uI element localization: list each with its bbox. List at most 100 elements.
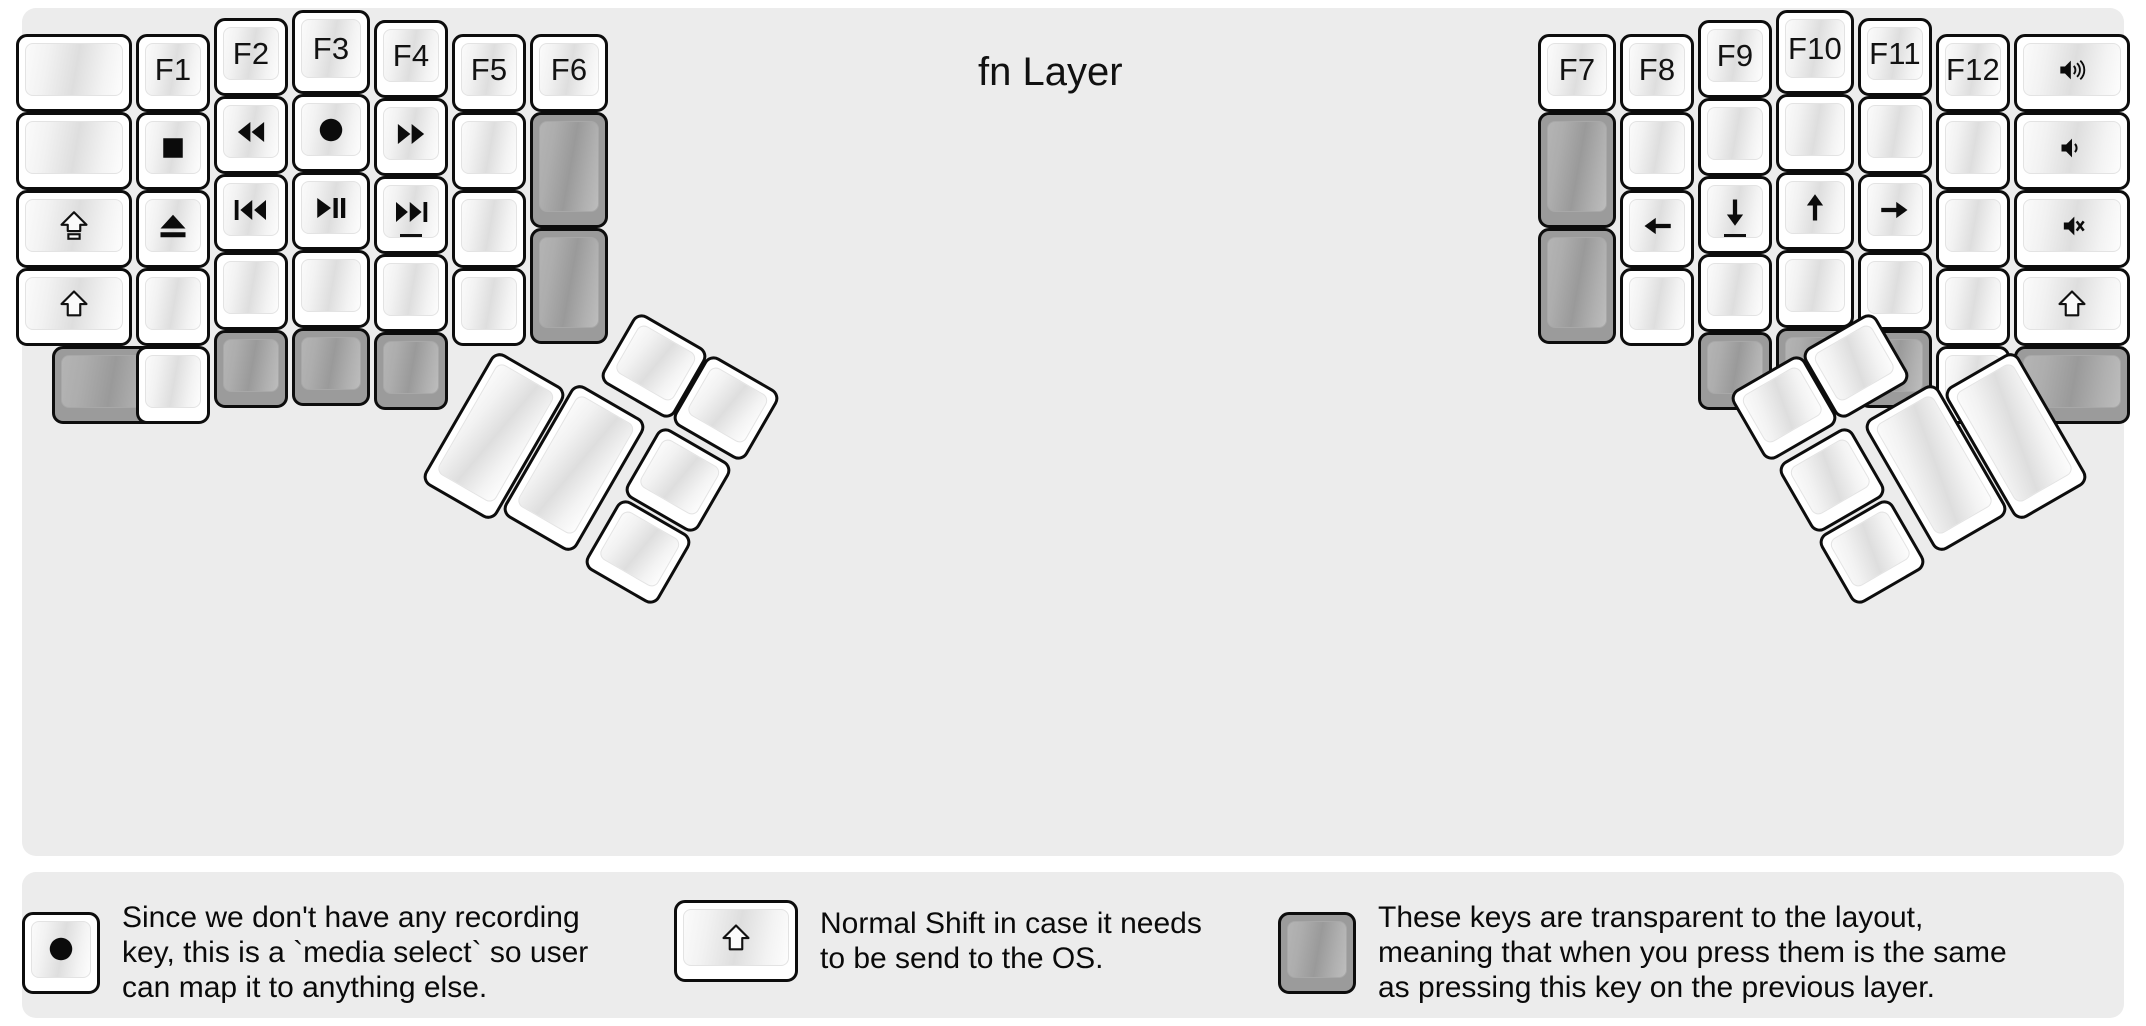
key-shift[interactable] bbox=[2014, 268, 2130, 346]
key-rewind[interactable] bbox=[214, 96, 288, 174]
key-blank[interactable] bbox=[214, 252, 288, 330]
key-f5[interactable]: F5 bbox=[452, 34, 526, 112]
keycap-face bbox=[25, 277, 123, 330]
key-transparent[interactable] bbox=[530, 228, 608, 344]
key-arrow-down[interactable] bbox=[1698, 176, 1772, 254]
key-transparent[interactable] bbox=[1538, 228, 1616, 344]
keycap-face bbox=[301, 259, 361, 312]
key-volume-mute[interactable] bbox=[2014, 190, 2130, 268]
key-eject[interactable] bbox=[136, 190, 210, 268]
key-f4[interactable]: F4 bbox=[374, 20, 448, 98]
keycap-face bbox=[25, 199, 123, 252]
key-blank[interactable] bbox=[16, 34, 132, 112]
record-icon bbox=[319, 118, 343, 141]
shift-icon bbox=[722, 923, 750, 950]
key-play-pause[interactable] bbox=[292, 172, 370, 250]
key-shift[interactable] bbox=[16, 268, 132, 346]
key-transparent[interactable] bbox=[1538, 112, 1616, 228]
key-record[interactable] bbox=[292, 94, 370, 172]
key-label: F5 bbox=[470, 52, 508, 87]
key-f9[interactable]: F9 bbox=[1698, 20, 1772, 98]
keycap-face: F3 bbox=[301, 19, 361, 78]
legend-record-text: Since we don't have any recording key, t… bbox=[122, 901, 589, 1005]
record-icon bbox=[316, 115, 346, 145]
fast-forward-icon bbox=[397, 123, 425, 144]
key-stop[interactable] bbox=[136, 112, 210, 190]
legend-transparent-text: These keys are transparent to the layout… bbox=[1378, 901, 2007, 1005]
keycap-face: F6 bbox=[539, 43, 599, 96]
key-f8[interactable]: F8 bbox=[1620, 34, 1694, 112]
key-blank[interactable] bbox=[1776, 94, 1854, 172]
key-transparent[interactable] bbox=[292, 328, 370, 406]
key-blank[interactable] bbox=[16, 112, 132, 190]
key-blank[interactable] bbox=[452, 268, 526, 346]
key-f2[interactable]: F2 bbox=[214, 18, 288, 96]
key-volume-down[interactable] bbox=[2014, 112, 2130, 190]
legend-transparent-key bbox=[1278, 911, 1356, 994]
key-prev-track[interactable] bbox=[214, 174, 288, 252]
key-blank[interactable] bbox=[1858, 96, 1932, 174]
keycap-face bbox=[1867, 105, 1923, 158]
volume-up-icon bbox=[2056, 56, 2088, 84]
volume-down-icon bbox=[2061, 138, 2078, 157]
volume-mute-icon bbox=[2063, 216, 2085, 235]
key-blank[interactable] bbox=[1698, 98, 1772, 176]
keycap-face bbox=[461, 277, 517, 330]
keycap-face bbox=[1707, 263, 1763, 316]
key-label: F10 bbox=[1787, 31, 1843, 66]
keycap-face bbox=[2023, 199, 2121, 252]
key-f3[interactable]: F3 bbox=[292, 10, 370, 94]
key-blank[interactable] bbox=[1620, 268, 1694, 346]
play-pause-icon bbox=[317, 197, 346, 218]
key-blank[interactable] bbox=[292, 250, 370, 328]
key-f12[interactable]: F12 bbox=[1936, 34, 2010, 112]
key-blank[interactable] bbox=[452, 190, 526, 268]
arrow-left-icon bbox=[1640, 211, 1674, 241]
legend-shift: Normal Shift in case it needs to be send… bbox=[674, 900, 1202, 982]
key-blank[interactable] bbox=[1936, 268, 2010, 346]
eject-icon bbox=[160, 214, 186, 237]
keycap-face bbox=[539, 237, 599, 328]
key-f11[interactable]: F11 bbox=[1858, 18, 1932, 96]
key-blank[interactable] bbox=[1936, 112, 2010, 190]
key-next-track[interactable] bbox=[374, 176, 448, 254]
keycap-face: F11 bbox=[1867, 27, 1923, 80]
key-blank[interactable] bbox=[374, 254, 448, 332]
key-blank[interactable] bbox=[452, 112, 526, 190]
key-blank[interactable] bbox=[1620, 112, 1694, 190]
key-fast-forward[interactable] bbox=[374, 98, 448, 176]
key-f7[interactable]: F7 bbox=[1538, 34, 1616, 112]
keycap-face bbox=[1867, 261, 1923, 314]
key-blank[interactable] bbox=[136, 268, 210, 346]
arrow-right-icon bbox=[1878, 195, 1912, 225]
shift-icon bbox=[2058, 289, 2086, 316]
keycap-face bbox=[223, 183, 279, 236]
key-blank[interactable] bbox=[1936, 190, 2010, 268]
key-transparent[interactable] bbox=[374, 332, 448, 410]
keycap-face bbox=[301, 337, 361, 390]
key-arrow-right[interactable] bbox=[1858, 174, 1932, 252]
stop-icon bbox=[163, 137, 183, 158]
key-f6[interactable]: F6 bbox=[530, 34, 608, 112]
key-caps-lock[interactable] bbox=[16, 190, 132, 268]
rewind-icon bbox=[233, 117, 269, 147]
arrow-up-icon bbox=[1806, 193, 1824, 220]
key-arrow-up[interactable] bbox=[1776, 172, 1854, 250]
volume-down-icon bbox=[2058, 134, 2086, 162]
keycap-face: F9 bbox=[1707, 29, 1763, 82]
prev-track-icon bbox=[232, 195, 270, 225]
key-blank[interactable] bbox=[136, 346, 210, 424]
keycap-face: F2 bbox=[223, 27, 279, 80]
key-f1[interactable]: F1 bbox=[136, 34, 210, 112]
keycap-face bbox=[1867, 183, 1923, 236]
keycap-face bbox=[1547, 237, 1607, 328]
keycap-face bbox=[31, 920, 91, 978]
key-transparent[interactable] bbox=[530, 112, 608, 228]
key-volume-up[interactable] bbox=[2014, 34, 2130, 112]
key-blank[interactable] bbox=[1776, 250, 1854, 328]
key-arrow-left[interactable] bbox=[1620, 190, 1694, 268]
fast-forward-icon bbox=[393, 119, 429, 149]
key-transparent[interactable] bbox=[214, 330, 288, 408]
key-f10[interactable]: F10 bbox=[1776, 10, 1854, 94]
key-blank[interactable] bbox=[1698, 254, 1772, 332]
